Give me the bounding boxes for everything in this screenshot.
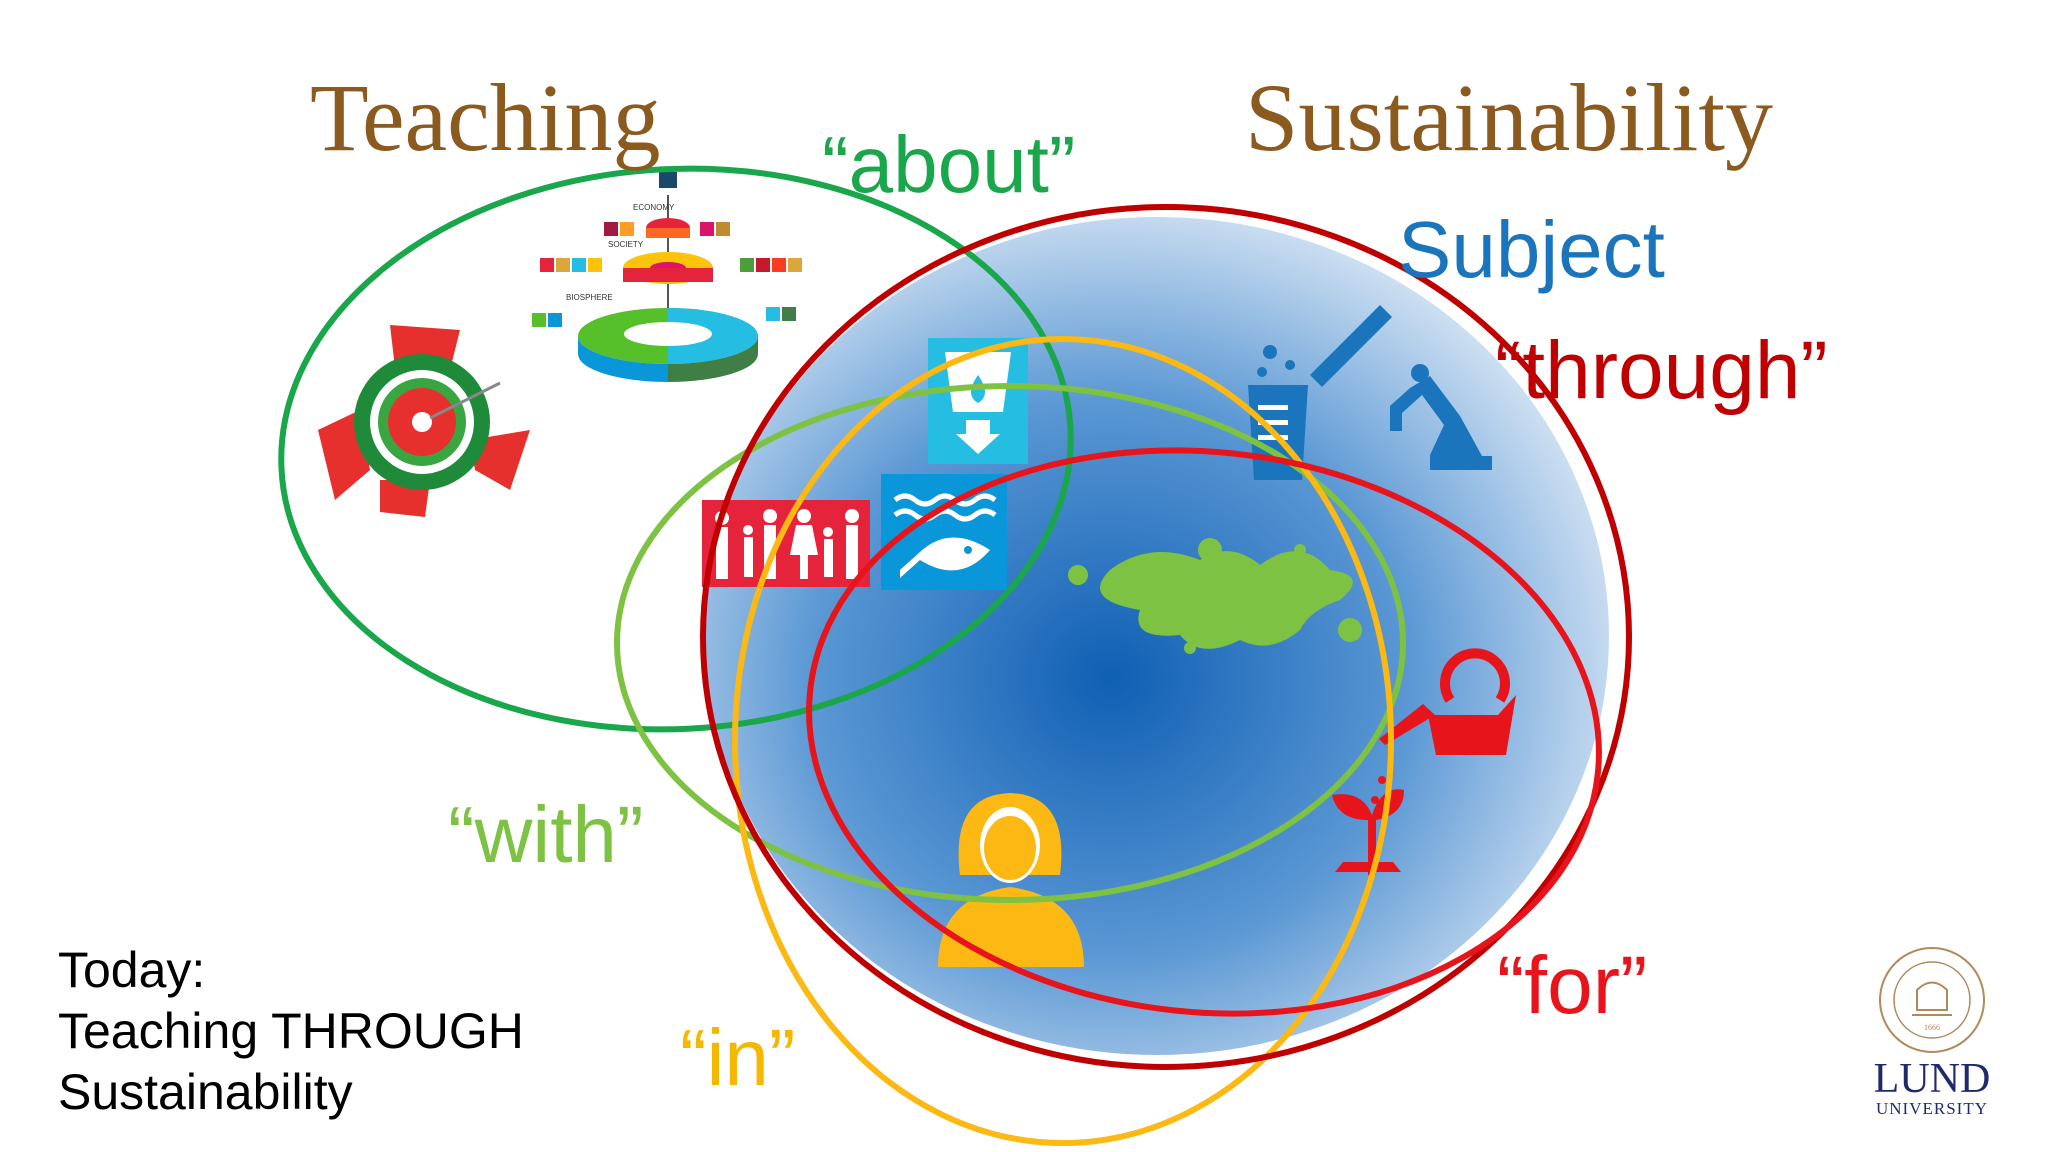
with-label: “with”: [448, 790, 644, 879]
subject-label: Subject: [1398, 205, 1665, 294]
caption: Today: Teaching THROUGH Sustainability: [58, 940, 524, 1123]
life-below-water-icon: [881, 474, 1007, 590]
svg-text:SOCIETY: SOCIETY: [608, 240, 644, 249]
teaching-title: Teaching: [310, 64, 661, 171]
through-label: “through”: [1495, 325, 1828, 416]
about-ellipse: [278, 165, 1074, 733]
in-ellipse: [732, 336, 1394, 1146]
logo-sub: UNIVERSITY: [1876, 1099, 1988, 1118]
for-label: “for”: [1497, 940, 1648, 1031]
caption-line: Today:: [58, 942, 206, 998]
lund-university-logo: 1666 LUND UNIVERSITY: [1862, 945, 2002, 1119]
svg-text:BIOSPHERE: BIOSPHERE: [566, 293, 613, 302]
subject-sphere: [699, 211, 1615, 1061]
in-label: “in”: [680, 1013, 796, 1102]
for-ellipse: [806, 447, 1602, 1017]
svg-text:1666: 1666: [1924, 1023, 1940, 1032]
logo-name: LUND: [1873, 1056, 1991, 1102]
clean-water-icon: [928, 338, 1028, 464]
family-icon: [702, 500, 870, 587]
university-seal-icon: 1666: [1879, 947, 1985, 1053]
paint-splat-icon: [1068, 538, 1362, 654]
svg-text:ECONOMY: ECONOMY: [633, 203, 675, 212]
caption-line: Teaching THROUGH: [58, 1003, 524, 1059]
sdg-wedding-cake-icon: ECONOMY SOCIETY BIOSPHERE: [532, 172, 802, 382]
doughnut-economics-icon: [318, 325, 530, 517]
caption-line: Sustainability: [58, 1064, 353, 1120]
with-ellipse: [614, 383, 1406, 903]
through-ellipse: [700, 204, 1632, 1070]
sustainability-title: Sustainability: [1245, 64, 1773, 171]
about-label: “about”: [822, 120, 1076, 209]
